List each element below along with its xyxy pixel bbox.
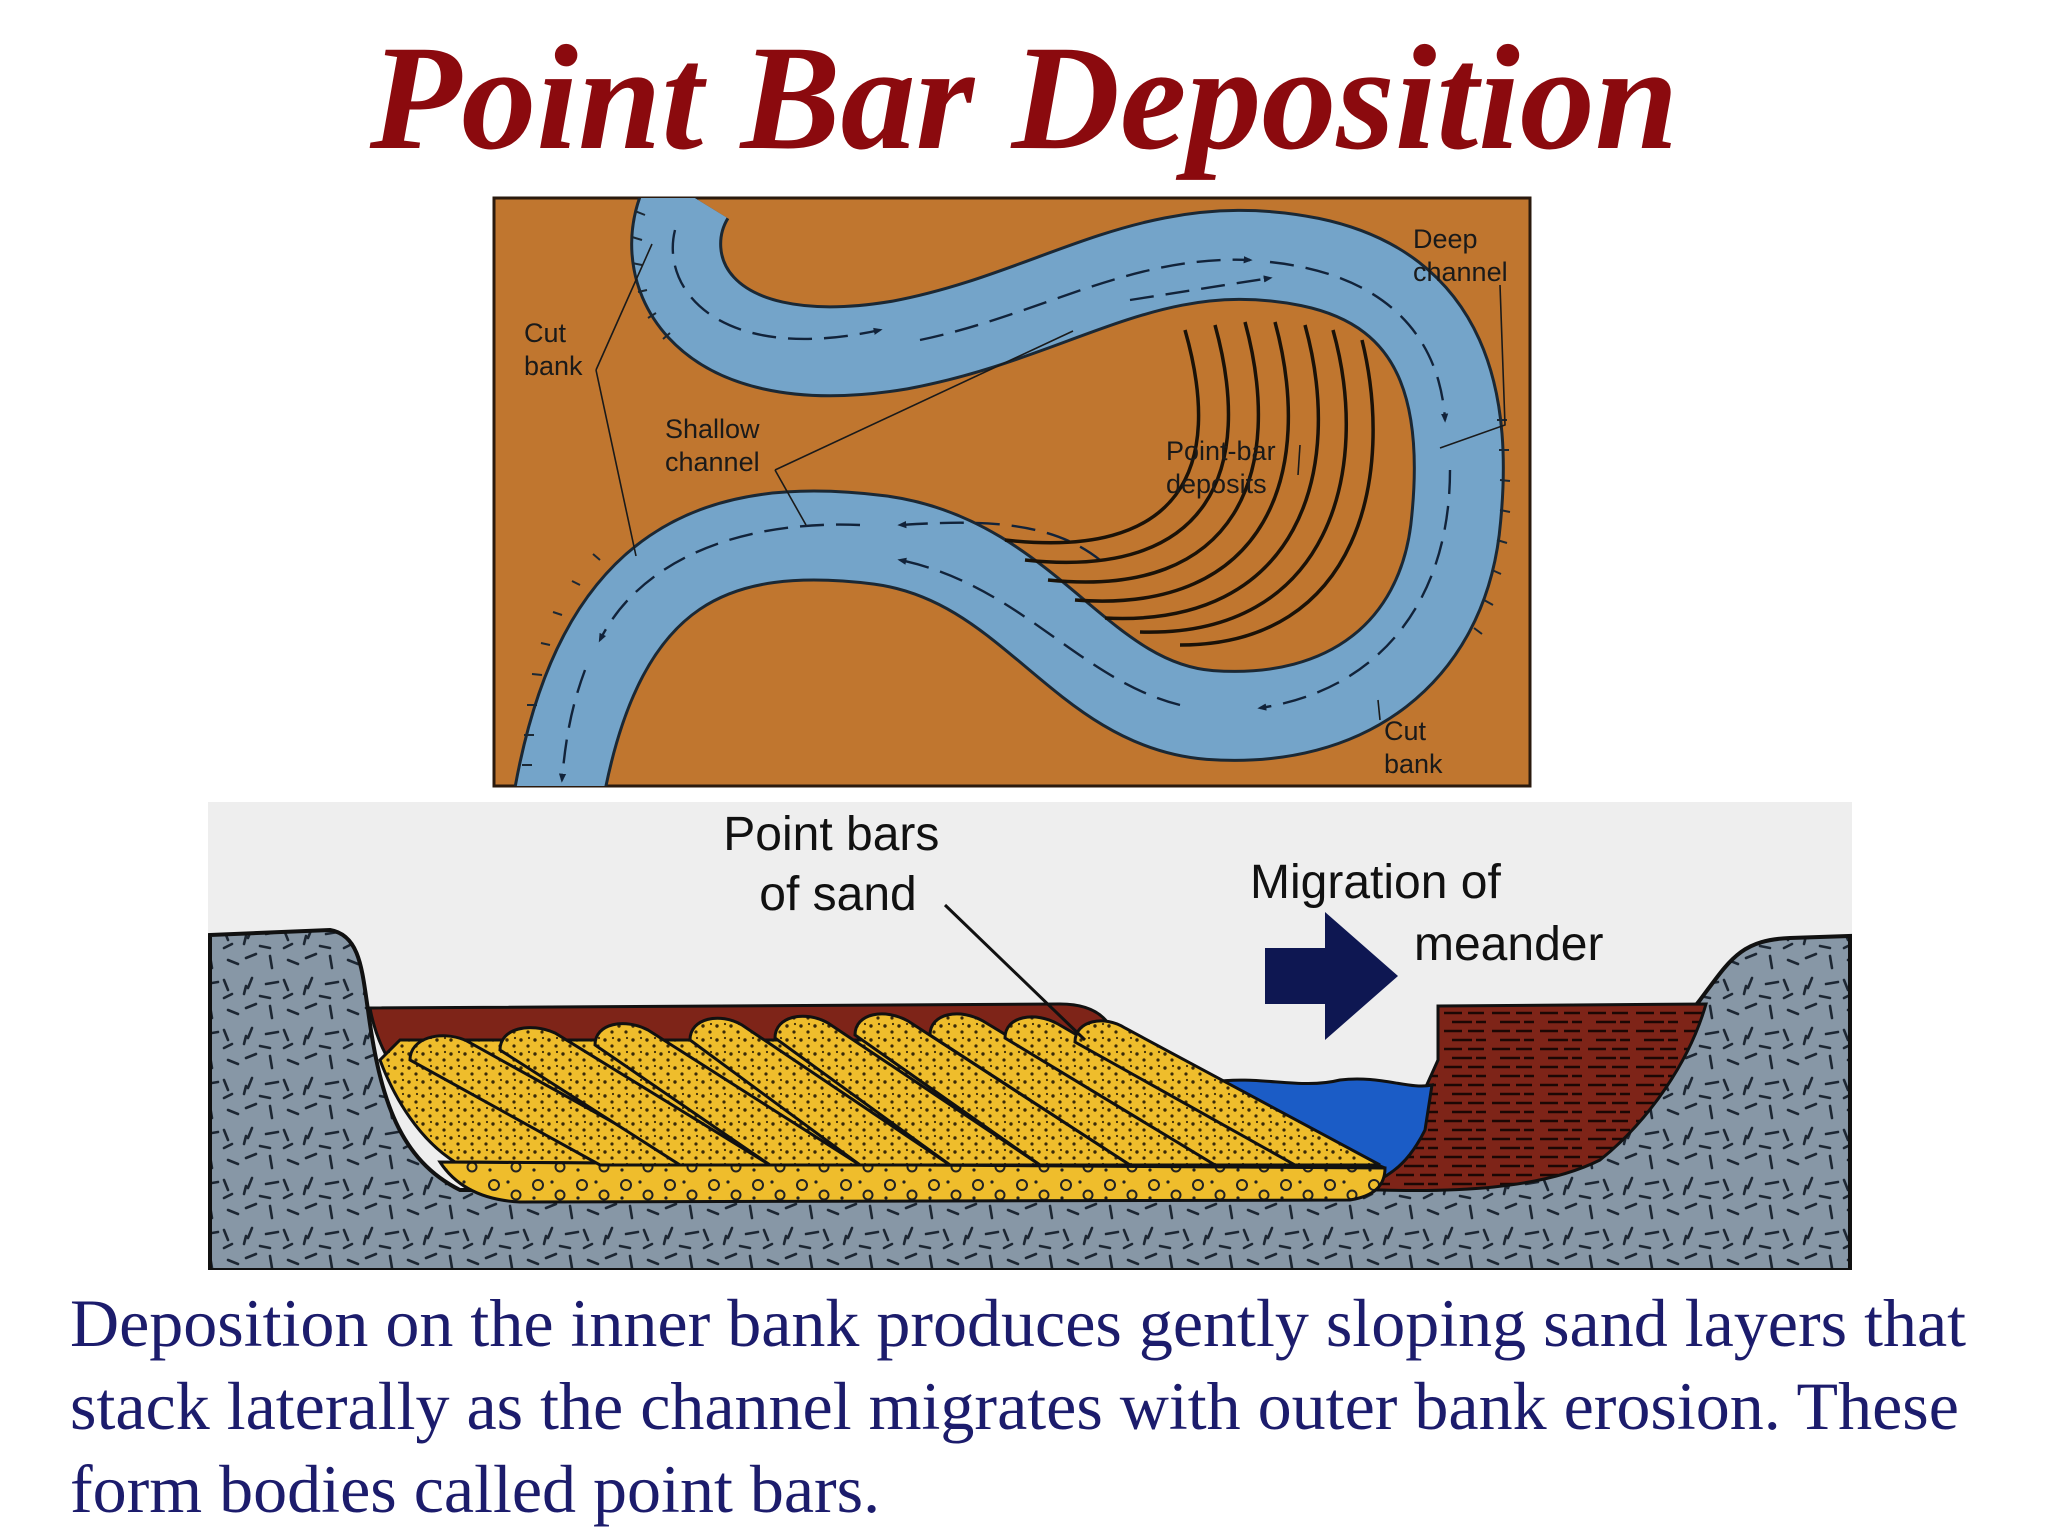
cut-bank-label-right: Cut bank (1384, 716, 1443, 779)
cross-section: Point bars of sand Migration of meander (208, 802, 1852, 1270)
gravel-base (437, 1160, 1387, 1204)
page-title: Point Bar Deposition (369, 15, 1679, 181)
map-leader-lines (595, 243, 1506, 721)
point-bars-label: Point bars of sand (723, 808, 952, 921)
migration-label: Migration of meander (1250, 856, 1603, 971)
river-channel (516, 198, 1502, 786)
cut-bank-hatching (522, 210, 1511, 766)
migration-arrow (1265, 912, 1398, 1040)
right-cutbank-mud (1357, 1002, 1708, 1193)
point-bar-layers (408, 1012, 1381, 1167)
point-bars-leader-line (943, 903, 1087, 1042)
map-view: Cut bank Shallow channel Point-bar depos… (492, 196, 1532, 788)
deep-channel-label: Deep channel (1413, 224, 1508, 287)
caption: Deposition on the inner bank produces ge… (70, 1285, 1967, 1527)
point-bar-deposit-lines (1004, 321, 1375, 647)
point-bar-deposits-label: Point-bar deposits (1166, 436, 1283, 499)
cut-bank-label-left: Cut bank (524, 318, 583, 381)
shallow-channel-label: Shallow channel (665, 414, 767, 477)
flow-arrows (558, 229, 1452, 783)
